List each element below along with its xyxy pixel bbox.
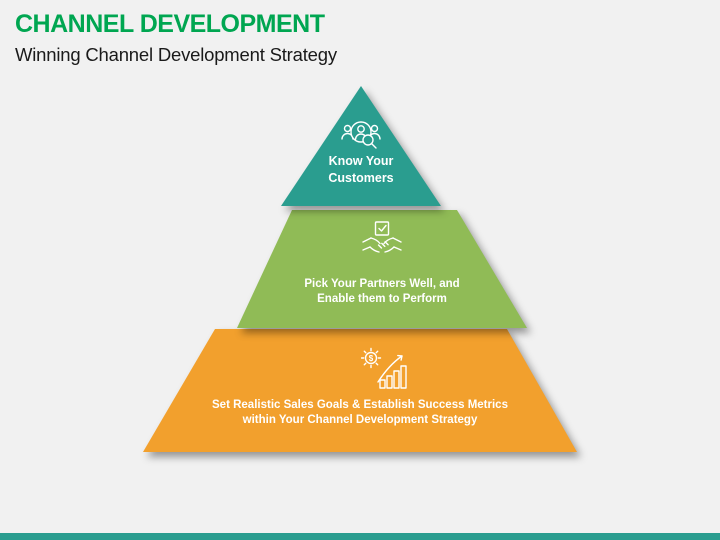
tier-top-label-line2: Customers [328, 171, 394, 185]
customer-search-icon [341, 121, 381, 149]
svg-text:$: $ [368, 354, 373, 363]
handshake-agreement-icon [362, 221, 402, 253]
slide-subtitle: Winning Channel Development Strategy [15, 44, 337, 65]
tier-middle-label-line1: Pick Your Partners Well, and [304, 278, 460, 290]
tier-middle-label-line2: Enable them to Perform [317, 293, 447, 305]
pyramid-tier-middle-wrap: Pick Your Partners Well, and Enable them… [237, 210, 527, 328]
pyramid-tier-top: Know Your Customers [281, 86, 441, 206]
tier-bottom-label-line1: Set Realistic Sales Goals & Establish Su… [212, 399, 508, 411]
tier-top-label-line1: Know Your [328, 154, 394, 168]
sales-growth-icon: $ [360, 347, 407, 389]
accent-bar [0, 533, 720, 540]
pyramid-tier-middle: Pick Your Partners Well, and Enable them… [237, 210, 527, 328]
tier-bottom-label: Set Realistic Sales Goals & Establish Su… [143, 398, 577, 428]
tier-top-label: Know Your Customers [281, 153, 441, 187]
tier-bottom-label-line2: within Your Channel Development Strategy [242, 414, 478, 426]
pyramid-tier-top-wrap: Know Your Customers [281, 86, 441, 206]
pyramid-tier-bottom-wrap: $ Set Realistic Sa [143, 329, 577, 452]
slide-title: CHANNEL DEVELOPMENT [15, 10, 325, 38]
pyramid-tier-bottom: $ Set Realistic Sa [143, 329, 577, 452]
tier-middle-label: Pick Your Partners Well, and Enable them… [237, 277, 527, 307]
